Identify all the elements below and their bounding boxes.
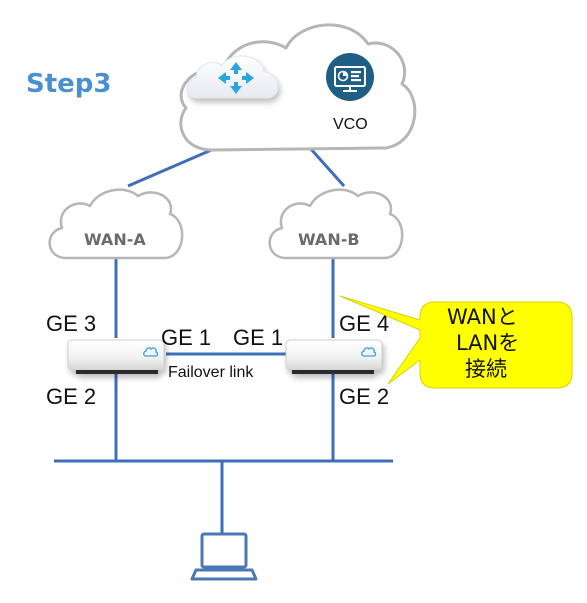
laptop-icon [190,532,258,581]
port-label-left-link: GE 1 [161,325,211,350]
callout-line-3: 接続 [465,357,507,381]
status-cloud-icon [361,347,377,357]
link-cloud-wan-b [308,146,346,188]
wan-a-cloud [48,188,184,260]
link-cloud-wan-a [127,146,217,188]
wan-b-cloud [268,188,404,260]
port-label-right-link: GE 1 [233,325,283,350]
port-label-right-top: GE 4 [339,311,389,336]
port-label-left-top: GE 3 [46,311,96,336]
port-label-right-bottom: GE 2 [339,384,389,409]
callout-line-2: LANを [456,331,519,355]
failover-link-label: Failover link [168,364,254,381]
status-cloud-icon [143,347,159,357]
connection-lines [54,146,393,533]
edge-device-left [67,339,165,374]
callout-line-1: WANと [447,305,518,329]
router-arrows-glyph [218,62,254,94]
dashboard-monitor-icon [326,53,374,101]
edge-device-right [285,339,383,374]
step-title: Step3 [26,69,112,99]
wan-a-label: WAN-A [84,230,146,249]
vco-label: VCO [333,116,368,133]
callout-bubble [339,295,573,389]
port-label-left-bottom: GE 2 [46,384,96,409]
wan-b-label: WAN-B [298,230,360,249]
router-arrows-icon [186,55,279,99]
